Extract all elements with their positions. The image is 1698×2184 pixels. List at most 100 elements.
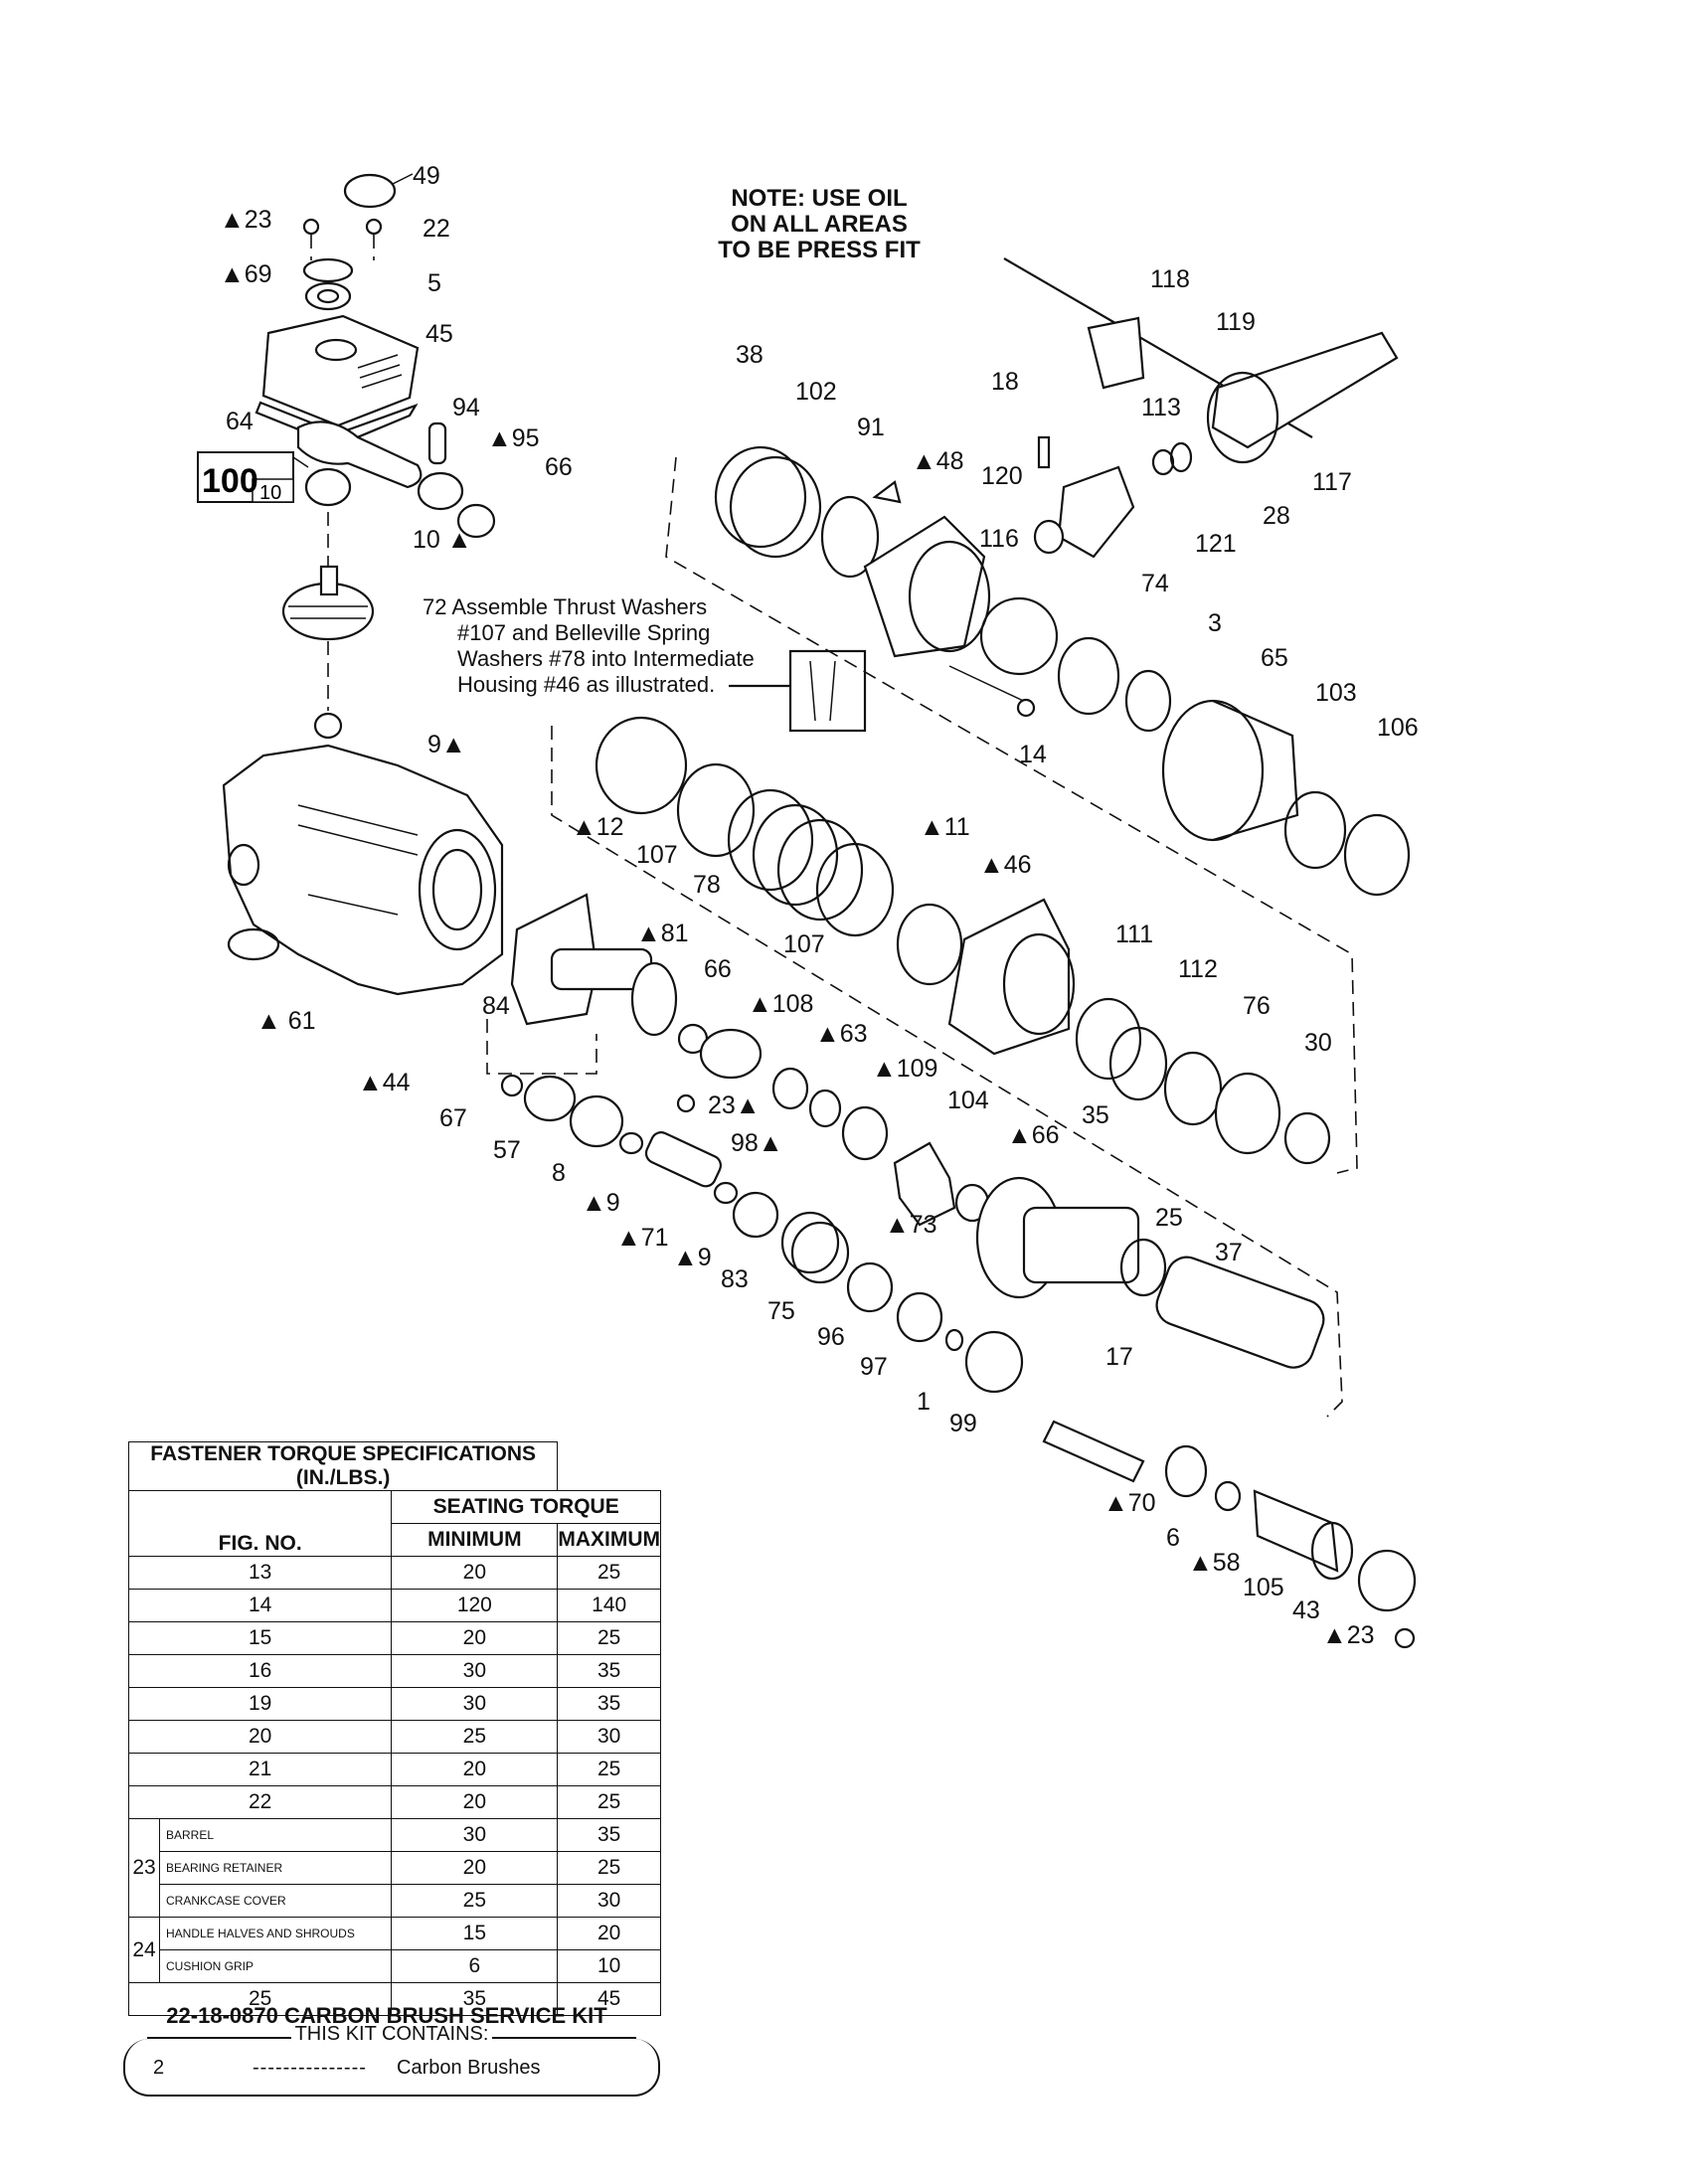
- label-10: 10 ▲: [413, 526, 472, 554]
- oil-note-line1: NOTE: USE OIL: [731, 185, 907, 212]
- min-torque-cell: 30: [391, 1654, 559, 1688]
- max-torque-cell: 35: [557, 1818, 661, 1852]
- label-65: 65: [1261, 644, 1288, 672]
- label-61: ▲ 61: [256, 1007, 316, 1035]
- min-torque-cell: 20: [391, 1851, 559, 1885]
- fig-no-cell: 21: [127, 1753, 393, 1786]
- part-70-spindle: [1042, 1420, 1145, 1483]
- label-102: 102: [795, 378, 837, 406]
- max-torque-cell: 35: [557, 1654, 661, 1688]
- part-94-pin: [427, 421, 447, 465]
- washer-detail-inset: [788, 649, 867, 733]
- sub-item-cell: BARREL: [158, 1818, 393, 1852]
- part-118-clamp: [1087, 316, 1145, 390]
- part-97-ring: [896, 1291, 943, 1343]
- gear-housing-group: [222, 744, 504, 996]
- part-12-bearing: [594, 716, 688, 815]
- label-14: 14: [1019, 741, 1047, 768]
- label-11: ▲11: [920, 813, 970, 841]
- middle-boundary-line: [551, 726, 1343, 1418]
- label-48: ▲48: [912, 447, 964, 475]
- label-84: 84: [482, 992, 510, 1020]
- oil-note-line2: ON ALL AREAS: [731, 211, 908, 238]
- assembly-note-line2: #107 and Belleville Spring: [457, 620, 710, 645]
- label-1: 1: [917, 1388, 931, 1416]
- label-113: 113: [1141, 394, 1181, 421]
- label-81: ▲81: [636, 920, 689, 947]
- part-49-cap: [343, 173, 397, 209]
- label-71: ▲71: [616, 1224, 669, 1252]
- part-6-bearing: [1164, 1444, 1208, 1498]
- label-66a: 66: [545, 453, 573, 481]
- label-30: 30: [1304, 1029, 1332, 1057]
- part-48-housing: [863, 515, 986, 658]
- part-9b-bearing: [618, 1131, 644, 1155]
- part-57-gear: [523, 1075, 577, 1122]
- label-45: 45: [425, 320, 453, 348]
- min-torque-cell: 25: [391, 1884, 559, 1918]
- label-78: 78: [693, 871, 721, 899]
- part-105-tube: [1253, 1489, 1339, 1573]
- label-35: 35: [1082, 1101, 1109, 1129]
- min-torque-cell: 35: [391, 1982, 559, 2016]
- label-25: 25: [1155, 1204, 1183, 1232]
- fig-no-cell: 20: [127, 1720, 393, 1754]
- max-torque-cell: 25: [557, 1621, 661, 1655]
- fig-no-cell: 23: [128, 1818, 160, 1918]
- label-70: ▲70: [1104, 1489, 1156, 1517]
- assembly-note-line4: Housing #46 as illustrated.: [457, 672, 715, 697]
- max-torque-cell: 30: [557, 1884, 661, 1918]
- label-75: 75: [767, 1297, 795, 1325]
- label-44: ▲44: [358, 1069, 411, 1096]
- part-113-ring: [1151, 448, 1175, 476]
- label-107a: 107: [636, 841, 678, 869]
- part-104-sleeve: [893, 1141, 956, 1227]
- part-121-collar: [1057, 465, 1135, 559]
- max-torque-cell: 25: [557, 1851, 661, 1885]
- label-103: 103: [1315, 679, 1357, 707]
- service-kit-box: THIS KIT CONTAINS: 2 --------------- Car…: [123, 2023, 660, 2097]
- part-1-ring: [944, 1328, 964, 1352]
- part-22-screw: [365, 218, 383, 236]
- max-torque-cell: 10: [557, 1949, 661, 1983]
- oil-note-line3: TO BE PRESS FIT: [718, 237, 921, 263]
- label-107b: 107: [783, 930, 825, 958]
- service-kit-qty: 2: [153, 2057, 165, 2079]
- service-kit-dashes: ---------------: [253, 2057, 367, 2079]
- part-9c-bearing: [713, 1181, 739, 1205]
- part-98-piston: [699, 1028, 763, 1080]
- service-kit-contains-text: THIS KIT CONTAINS:: [290, 2023, 493, 2045]
- fig-no-cell: 14: [127, 1589, 393, 1622]
- part-65-spring-cover: [1161, 699, 1265, 842]
- min-torque-cell: 30: [391, 1687, 559, 1721]
- label-112: 112: [1178, 955, 1218, 983]
- part-76-sleeve: [1214, 1072, 1281, 1155]
- sub-item-cell: BEARING RETAINER: [158, 1851, 393, 1885]
- label-6: 6: [1166, 1524, 1180, 1552]
- min-torque-cell: 30: [391, 1818, 559, 1852]
- part-73-sleeve: [1022, 1206, 1140, 1284]
- part-107b-washer: [815, 842, 895, 937]
- part-81-flange: [630, 961, 678, 1037]
- part-25-oring: [1119, 1238, 1167, 1297]
- label-66b: 66: [704, 955, 732, 983]
- min-torque-cell: 20: [391, 1785, 559, 1819]
- max-torque-cell: 25: [557, 1753, 661, 1786]
- torque-spec-table: FASTENER TORQUE SPECIFICATIONS (IN./LBS.…: [127, 1441, 661, 2016]
- label-105: 105: [1243, 1574, 1284, 1601]
- assembly-note-line3: Washers #78 into Intermediate: [457, 646, 755, 671]
- label-119: 119: [1216, 308, 1256, 336]
- part-38-spring: [714, 445, 807, 549]
- label-8: 8: [552, 1159, 566, 1187]
- label-38: 38: [736, 341, 764, 369]
- max-torque-cell: 35: [557, 1687, 661, 1721]
- label-108: ▲108: [748, 990, 813, 1018]
- callout-100-main: 100: [202, 462, 258, 500]
